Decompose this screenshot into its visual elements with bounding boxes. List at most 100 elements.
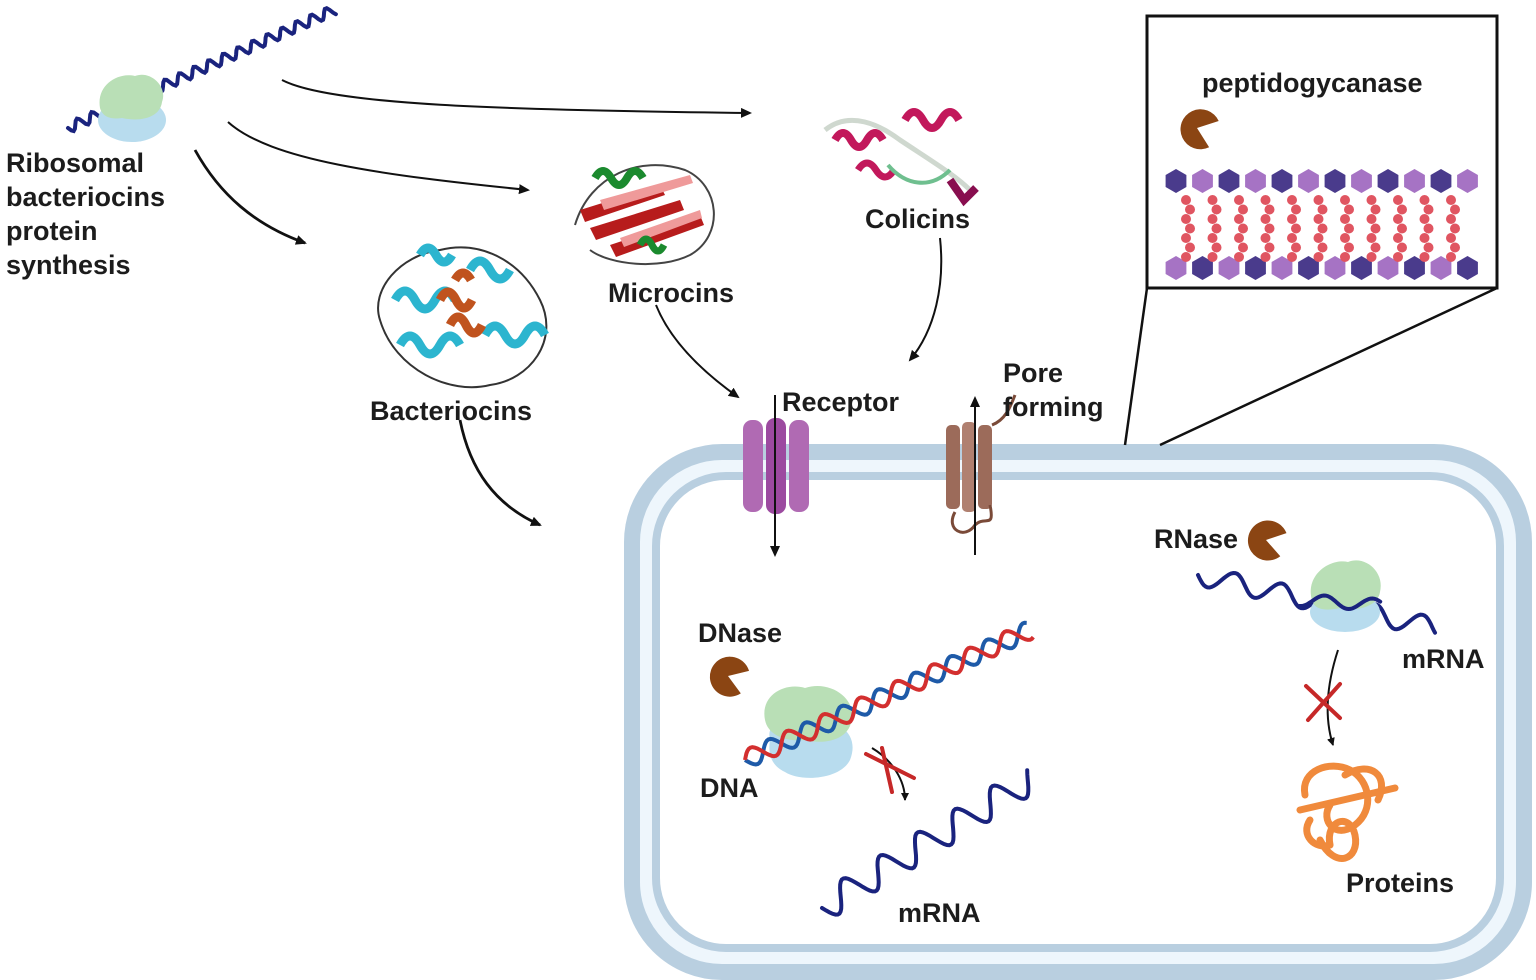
arrow-to-colicins <box>281 79 752 118</box>
ribosome-icon <box>98 74 166 142</box>
microcins-label: Microcins <box>608 278 734 308</box>
peptide-bead <box>1291 204 1301 215</box>
sugar-hexagon <box>1430 256 1452 280</box>
peptide-bead <box>1211 242 1222 253</box>
peptide-bead <box>1344 223 1354 234</box>
peptide-bead <box>1340 252 1350 262</box>
pore-label-line1: Pore <box>1003 358 1063 388</box>
sugar-hexagon <box>1218 256 1240 280</box>
peptide-bead <box>1291 242 1301 253</box>
sugar-hexagon <box>1351 169 1372 193</box>
protein-icon <box>1296 762 1399 862</box>
peptide-bead <box>1450 242 1460 253</box>
peptide-bead <box>1366 233 1377 243</box>
peptide-bead <box>1287 252 1297 262</box>
sugar-hexagon <box>1192 256 1213 280</box>
peptide-bead <box>1419 252 1430 262</box>
peptide-bead <box>1260 214 1271 224</box>
peptide-bead <box>1393 195 1403 205</box>
sugar-hexagon <box>1298 169 1319 193</box>
peptide-bead <box>1313 195 1324 205</box>
sugar-hexagon <box>1377 256 1399 280</box>
peptide-bead <box>1287 195 1297 205</box>
peptide-bead <box>1340 214 1350 224</box>
peptide-bead <box>1397 204 1407 215</box>
peptide-bead <box>1185 242 1195 253</box>
rnase-label: RNase <box>1154 524 1238 554</box>
peptide-bead <box>1340 195 1350 205</box>
cross-inhibition-icon <box>1304 682 1342 722</box>
peptide-bead <box>1185 223 1195 234</box>
sugar-hexagon <box>1457 169 1478 193</box>
peptide-bead <box>1423 242 1434 253</box>
peptide-bead <box>1419 214 1430 224</box>
peptide-bead <box>1313 233 1324 243</box>
proteins-label: Proteins <box>1346 868 1454 898</box>
peptide-bead <box>1446 214 1456 224</box>
peptide-bead <box>1397 223 1407 234</box>
peptidoglycanase-label: peptidogycanase <box>1202 68 1423 98</box>
pacman-enzyme-icon <box>1180 109 1219 150</box>
sugar-hexagon <box>1404 169 1425 193</box>
colicins-label: Colicins <box>865 204 970 234</box>
ribosomal-label-line1: Ribosomal <box>6 148 144 178</box>
peptidoglycan-layer <box>1165 169 1478 280</box>
peptide-bead <box>1370 242 1381 253</box>
peptide-bead <box>1234 214 1244 224</box>
bacteriocins-label: Bacteriocins <box>370 396 532 426</box>
peptide-bead <box>1260 195 1271 205</box>
pacman-enzyme-icon <box>709 656 750 697</box>
arrow-microcins-to-receptor <box>655 304 740 399</box>
ribosomal-label-line3: protein <box>6 216 98 246</box>
peptide-bead <box>1260 252 1271 262</box>
mrna-strand-left <box>820 768 1031 917</box>
peptide-bead <box>1287 214 1297 224</box>
sugar-hexagon <box>1298 256 1319 280</box>
sugar-hexagon <box>1165 169 1187 193</box>
ribosome-icon <box>764 686 853 778</box>
peptide-bead <box>1211 223 1222 234</box>
peptide-bead <box>1370 204 1381 215</box>
peptide-bead <box>1419 233 1430 243</box>
peptide-bead <box>1238 204 1248 215</box>
dnase-label: DNase <box>698 618 782 648</box>
peptide-bead <box>1313 252 1324 262</box>
peptide-bead <box>1234 252 1244 262</box>
peptide-bead <box>1397 242 1407 253</box>
peptide-bead <box>1234 195 1244 205</box>
peptide-bead <box>1181 214 1191 224</box>
peptide-bead <box>1313 214 1324 224</box>
peptide-bead <box>1446 252 1456 262</box>
sugar-hexagon <box>1430 169 1452 193</box>
peptide-bead <box>1446 195 1456 205</box>
arrow-translation <box>1326 649 1339 746</box>
peptide-bead <box>1260 233 1271 243</box>
arrow-bacteriocins-to-cell <box>458 419 542 527</box>
bacteriocin-structure <box>377 243 549 389</box>
sugar-hexagon <box>1351 256 1372 280</box>
peptide-bead <box>1207 195 1218 205</box>
peptidoglycan-inset: peptidogycanase <box>1123 14 1499 447</box>
peptide-bead <box>1211 204 1222 215</box>
microcin-structure <box>574 164 715 265</box>
receptor-label: Receptor <box>782 387 900 417</box>
peptide-bead <box>1340 233 1350 243</box>
peptide-bead <box>1423 204 1434 215</box>
peptide-bead <box>1370 223 1381 234</box>
peptide-bead <box>1393 214 1403 224</box>
sugar-hexagon <box>1245 169 1266 193</box>
peptide-bead <box>1207 214 1218 224</box>
sugar-hexagon <box>1218 169 1240 193</box>
peptide-bead <box>1264 223 1275 234</box>
mrna-left-label: mRNA <box>898 898 981 928</box>
sugar-hexagon <box>1245 256 1266 280</box>
sugar-hexagon <box>1271 256 1293 280</box>
peptide-bead <box>1181 252 1191 262</box>
ribosomal-label-line4: synthesis <box>6 250 131 280</box>
peptide-bead <box>1366 195 1377 205</box>
dna-label: DNA <box>700 773 759 803</box>
inset-connector-right <box>1159 286 1498 447</box>
mrna-strand-right-front <box>1297 593 1383 612</box>
peptide-bead <box>1393 252 1403 262</box>
peptide-bead <box>1317 242 1328 253</box>
